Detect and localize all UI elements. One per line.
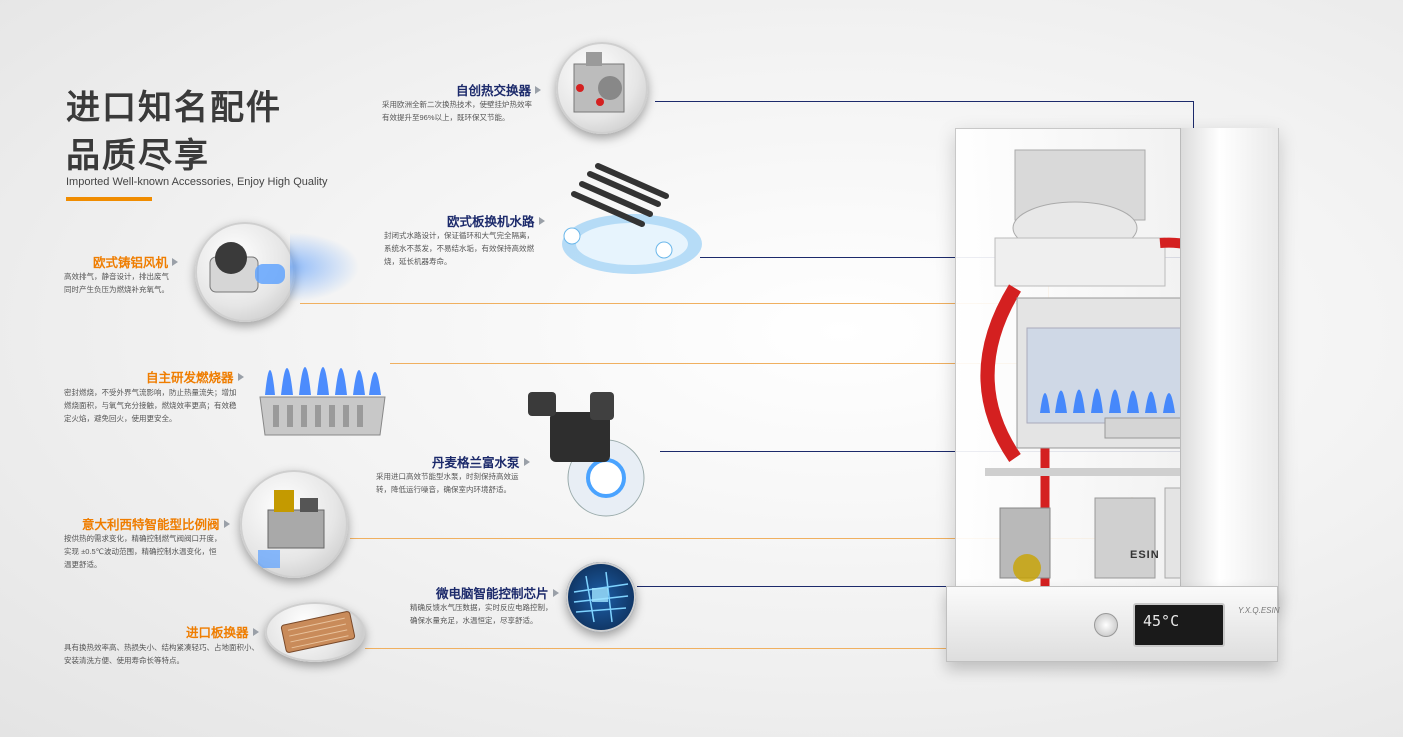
- water-path-desc: 封闭式水路设计，保证循环和大气完全隔离，系统水不蒸发，不易结水垢，有效保持高效燃…: [384, 231, 534, 266]
- fan-airflow: [290, 232, 360, 302]
- pump-title: 丹麦格兰富水泵: [432, 452, 530, 471]
- heat-exchanger-title: 自创热交换器: [456, 80, 542, 99]
- burner-desc: 密封燃烧，不受外界气流影响，防止热量流失；增加燃烧面积，与氧气充分接触，燃烧效率…: [64, 388, 237, 423]
- fan-icon: [209, 242, 285, 293]
- pump-icon: [528, 392, 645, 517]
- gas-valve-icon: [258, 490, 325, 568]
- arrow-right-icon: [172, 257, 179, 266]
- heading-line-2: 品质尽享: [66, 137, 210, 175]
- fan-title: 欧式铸铝风机: [93, 252, 179, 271]
- chip-desc: 精确反馈水气压数据，实时反应电路控制，确保水量充足，水温恒定，尽享舒适。: [410, 603, 553, 625]
- arrow-right-icon: [223, 519, 230, 528]
- arrow-right-icon: [252, 627, 259, 636]
- arrow-right-icon: [523, 457, 530, 466]
- valve-medallion: [240, 470, 348, 578]
- water-circuit-icon: [562, 163, 702, 274]
- heading-accent-bar: [66, 197, 152, 201]
- arrow-right-icon: [538, 216, 545, 225]
- water-path-medallion: [552, 162, 702, 282]
- arrow-right-icon: [237, 372, 244, 381]
- fan-desc: 高效排气，静音设计，排出废气同时产生负压为燃烧补充氧气。: [64, 272, 169, 294]
- valve-title: 意大利西特智能型比例阀: [82, 514, 230, 533]
- burner-title: 自主研发燃烧器: [146, 367, 244, 386]
- heading-line-1: 进口知名配件: [66, 89, 282, 127]
- chip-medallion: [566, 562, 636, 632]
- control-knob: [1094, 613, 1118, 637]
- heat-exchanger-desc: 采用欧洲全新二次换热技术，使壁挂炉热效率有效提升至96%以上，既环保又节能。: [382, 100, 532, 122]
- water-path-title: 欧式板换机水路: [447, 211, 545, 230]
- arrow-right-icon: [535, 85, 542, 94]
- display-temperature: 45°C: [1143, 612, 1180, 630]
- boiler-front-cover: [1180, 128, 1278, 606]
- plate-exchanger-title: 进口板换器: [186, 622, 259, 641]
- valve-desc: 按供热的需求变化，精确控制燃气阀阀口开度，实现 ±0.5℃波动范围，精确控制水温…: [64, 534, 222, 569]
- chip-icon: [573, 571, 629, 623]
- heat-exchanger-icon: [573, 52, 625, 113]
- chip-title: 微电脑智能控制芯片: [436, 583, 559, 602]
- designer-signature: Y.X.Q.ESIN: [1238, 606, 1280, 615]
- heat-exchanger-medallion: [556, 42, 648, 134]
- arrow-right-icon: [552, 588, 559, 597]
- pump-medallion: [520, 382, 660, 522]
- burner-icon: [259, 367, 386, 436]
- plate-exchanger-icon: [280, 611, 356, 653]
- burner-medallion: [255, 335, 390, 445]
- brand-logo: ESIN: [1130, 549, 1160, 561]
- fan-medallion: [195, 222, 295, 322]
- heading-subtitle: Imported Well-known Accessories, Enjoy H…: [66, 176, 328, 188]
- plate-exchanger-desc: 具有换热效率高、热损失小、结构紧凑轻巧、占地面积小、安装清洗方便、使用寿命长等特…: [64, 643, 259, 665]
- boiler-internals: [980, 149, 1247, 588]
- plate-exchanger-medallion: [265, 602, 365, 662]
- display-panel: [1133, 603, 1225, 647]
- pump-desc: 采用进口高效节能型水泵，时刻保持高效运转，降低运行噪音，确保室内环境舒适。: [376, 472, 519, 494]
